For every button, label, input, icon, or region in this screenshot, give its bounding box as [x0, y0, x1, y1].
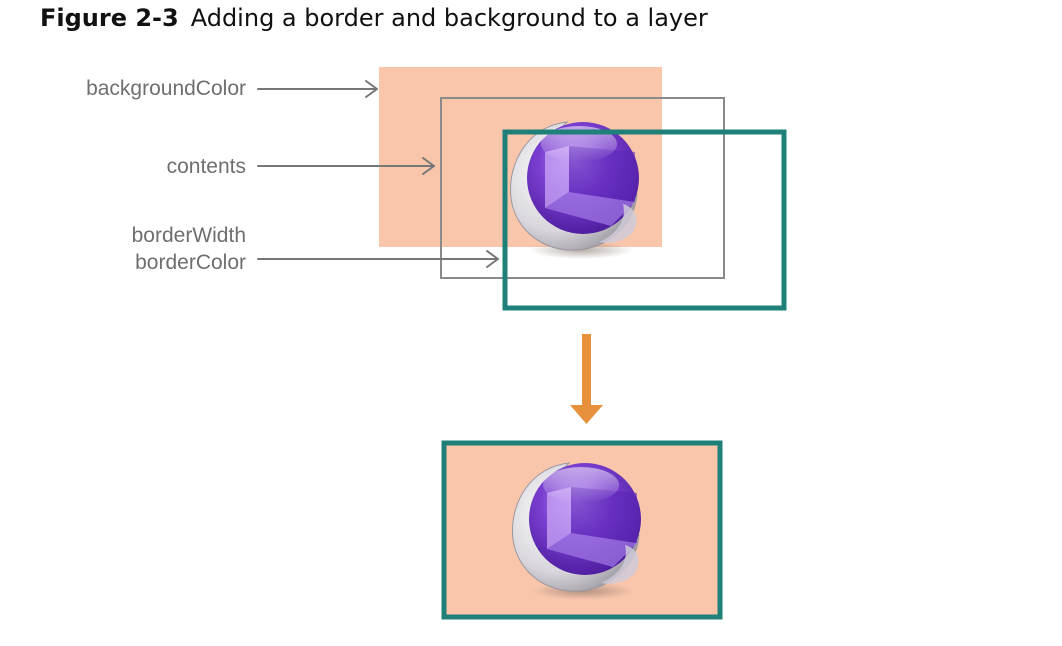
figure-title: Adding a border and background to a laye… [190, 4, 708, 32]
figure-number: Figure 2-3 [40, 4, 179, 32]
arrow-head-background-color [365, 80, 378, 98]
label-contents: contents [166, 155, 246, 178]
contents-outline [440, 97, 725, 279]
label-border-color: borderColor [135, 251, 246, 274]
border-rect [502, 129, 787, 311]
arrow-head-border [486, 250, 499, 268]
result-layer-border [441, 440, 723, 620]
arrow-head-contents [422, 157, 435, 175]
result-arrow [570, 334, 603, 424]
label-background-color: backgroundColor [86, 77, 246, 100]
figure-caption: Figure 2-3 Adding a border and background… [40, 4, 708, 32]
label-border-width: borderWidth [131, 224, 246, 247]
